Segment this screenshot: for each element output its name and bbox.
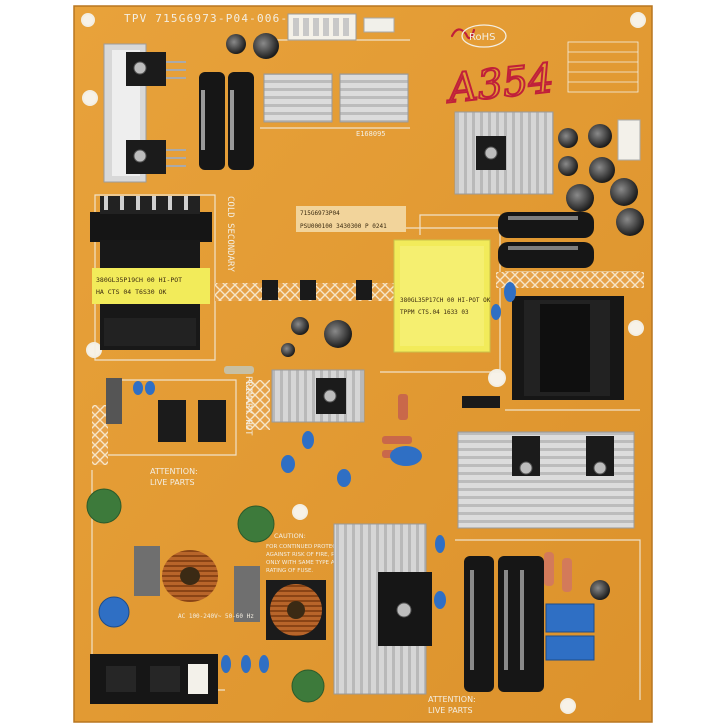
- isolation-strip-mid: [246, 380, 270, 430]
- primary-hot-label: PRIMARY HOT: [243, 376, 253, 436]
- heatsink-top-left: [103, 43, 186, 183]
- blue-capacitors: [133, 282, 516, 673]
- transformer-center-label-2: TPPM CTS.04 1633 03: [400, 309, 469, 316]
- transistors-left-middle: [106, 378, 226, 442]
- part-label-top: E168095: [356, 130, 386, 138]
- handwritten-tick: [450, 28, 476, 40]
- heatsink-bottom-right: [457, 431, 635, 529]
- small-capacitors-center: [281, 317, 352, 357]
- blue-film-cap: [390, 446, 422, 466]
- caution-line-1: CAUTION:: [274, 532, 306, 540]
- board-model-code: TPV 715G6973-P04-006-002M: [124, 12, 320, 25]
- film-capacitors-gray: [134, 546, 260, 622]
- attention-bottom-1: ATTENTION:: [428, 695, 476, 704]
- cold-secondary-label: COLD SECONDARY: [225, 196, 235, 272]
- small-transistors-row: [262, 280, 372, 300]
- transformer-left-label-2: HA CTS 04 T6S30 OK: [96, 288, 167, 296]
- heatsink-fins-2: [339, 73, 409, 123]
- isolation-strip-right: [496, 272, 644, 288]
- bulk-capacitors-bottom-right: [464, 556, 544, 692]
- transformer-center: [393, 239, 491, 353]
- barcode-label-2: PSU000100 3430300 P 0241: [300, 223, 387, 230]
- horizontal-capacitors-right: [498, 208, 644, 268]
- heatsink-bottom-center: [333, 523, 432, 695]
- ac-input-connector: [90, 654, 218, 704]
- transformer-center-label-1: 380GL35P17CH 00 HI-POT OK: [400, 297, 491, 304]
- barcode-label-1: 715G6973P04: [300, 210, 340, 217]
- transformer-right: [512, 296, 624, 400]
- caution-line-3: AGAINST RISK OF FIRE, REPLACE: [266, 552, 356, 558]
- heatsink-center: [271, 369, 365, 423]
- bulk-capacitors-top: [199, 33, 279, 170]
- transformer-left-label-1: 380GL35P19CH 00 HI-POT: [96, 276, 182, 284]
- rohs-text: RoHS: [469, 32, 495, 43]
- transformer-left: [90, 196, 212, 350]
- small-connector: [363, 17, 395, 33]
- caution-line-4: ONLY WITH SAME TYPE AND: [266, 560, 343, 566]
- attention-left-2: LIVE PARTS: [150, 478, 195, 487]
- heatsink-fins-1: [263, 73, 333, 123]
- varistors: [86, 488, 325, 703]
- diode-module: [462, 396, 500, 408]
- attention-bottom-2: LIVE PARTS: [428, 706, 473, 715]
- blue-disc-cap: [98, 596, 130, 628]
- small-cap-bottom-right: [590, 580, 610, 600]
- input-rating: AC 100-240V~ 50-60 Hz: [178, 613, 254, 620]
- barcode-sticker: [296, 206, 406, 232]
- caution-line-5: RATING OF FUSE.: [266, 568, 313, 574]
- isolation-strip-left: [92, 405, 108, 465]
- small-capacitors-top-right: [558, 119, 641, 212]
- silkscreen-table-top-right: [567, 41, 639, 93]
- mounting-holes: [81, 12, 646, 714]
- attention-left-1: ATTENTION:: [150, 467, 198, 476]
- x-capacitors-blue: [545, 603, 595, 661]
- choke-left: [162, 550, 218, 602]
- heatsink-top-right: [454, 111, 554, 195]
- choke-right: [266, 580, 326, 640]
- rohs-mark: [461, 24, 507, 48]
- caution-line-2: FOR CONTINUED PROTECTION: [266, 544, 350, 550]
